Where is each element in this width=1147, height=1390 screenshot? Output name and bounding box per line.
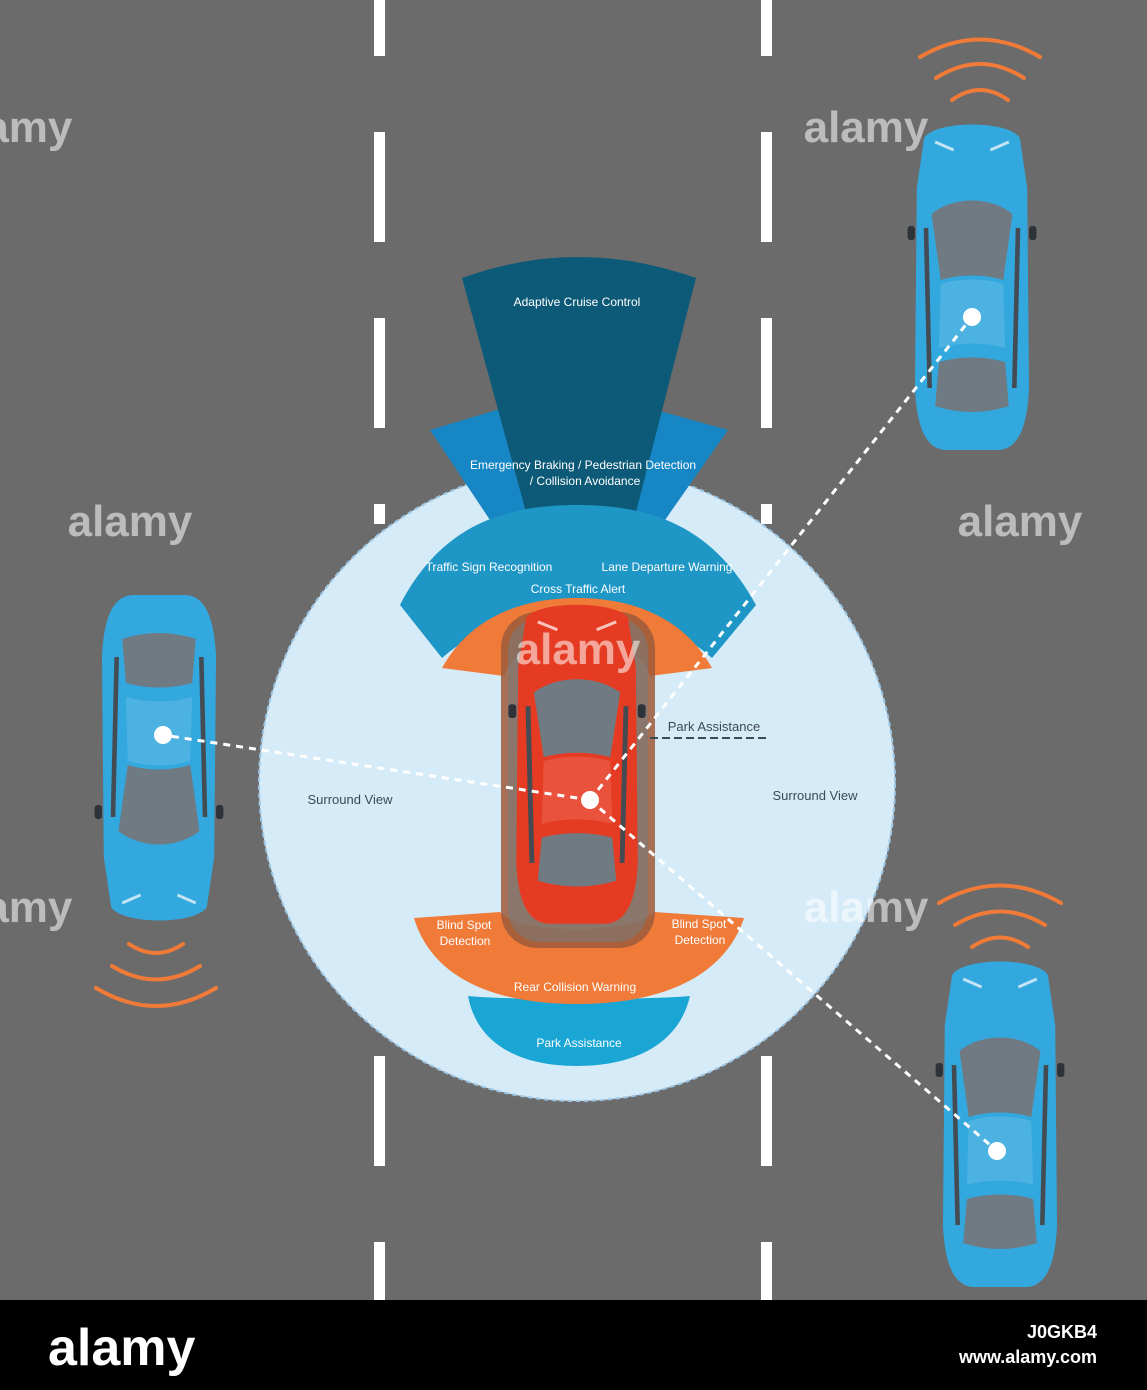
connection-nodes — [154, 308, 1006, 1160]
label-emergency-braking-1: Emergency Braking / Pedestrian Detection — [470, 458, 696, 472]
svg-text:alamy: alamy — [804, 103, 929, 152]
svg-text:alamy: alamy — [516, 625, 641, 674]
park-assist-rear-zone — [468, 996, 690, 1066]
label-rear-collision: Rear Collision Warning — [514, 980, 636, 994]
other-car-bottom-right — [936, 962, 1065, 1288]
brand-bar — [0, 1300, 1147, 1390]
label-emergency-braking-2: / Collision Avoidance — [530, 474, 641, 488]
lane-markings — [374, 0, 772, 1300]
svg-text:alamy: alamy — [0, 883, 73, 932]
watermark-layer: alamy alamy alamy alamy alamy alamy alam… — [0, 103, 1083, 932]
svg-text:alamy: alamy — [68, 497, 193, 546]
signal-wave-icon-bottom-right — [937, 883, 1063, 949]
label-blind-spot-right-2: Detection — [675, 933, 726, 947]
label-adaptive-cruise: Adaptive Cruise Control — [514, 295, 641, 309]
image-id: J0GKB4 — [1027, 1322, 1097, 1342]
label-surround-right: Surround View — [772, 788, 858, 803]
other-car-left — [95, 595, 224, 921]
label-blind-spot-right-1: Blind Spot — [672, 917, 727, 931]
label-park-assist-rear: Park Assistance — [536, 1036, 622, 1050]
label-lane-departure: Lane Departure Warning — [602, 560, 733, 574]
signal-wave-icon-top-right — [918, 37, 1042, 102]
svg-text:alamy: alamy — [0, 103, 73, 152]
label-park-assist-side: Park Assistance — [668, 719, 761, 734]
rear-collision-zone — [414, 912, 744, 1004]
svg-text:alamy: alamy — [958, 497, 1083, 546]
signal-wave-icon-left — [94, 942, 218, 1008]
adaptive-cruise-zone — [462, 257, 696, 512]
svg-text:alamy: alamy — [804, 883, 929, 932]
label-traffic-sign: Traffic Sign Recognition — [426, 560, 553, 574]
v2v-connections — [162, 316, 998, 1153]
label-blind-spot-left-2: Detection — [440, 934, 491, 948]
other-car-top-right — [908, 125, 1037, 451]
label-surround-left: Surround View — [307, 792, 393, 807]
site-url: www.alamy.com — [958, 1347, 1097, 1367]
brand-logo: alamy — [48, 1319, 196, 1377]
label-cross-traffic: Cross Traffic Alert — [531, 582, 626, 596]
label-blind-spot-left-1: Blind Spot — [437, 918, 492, 932]
